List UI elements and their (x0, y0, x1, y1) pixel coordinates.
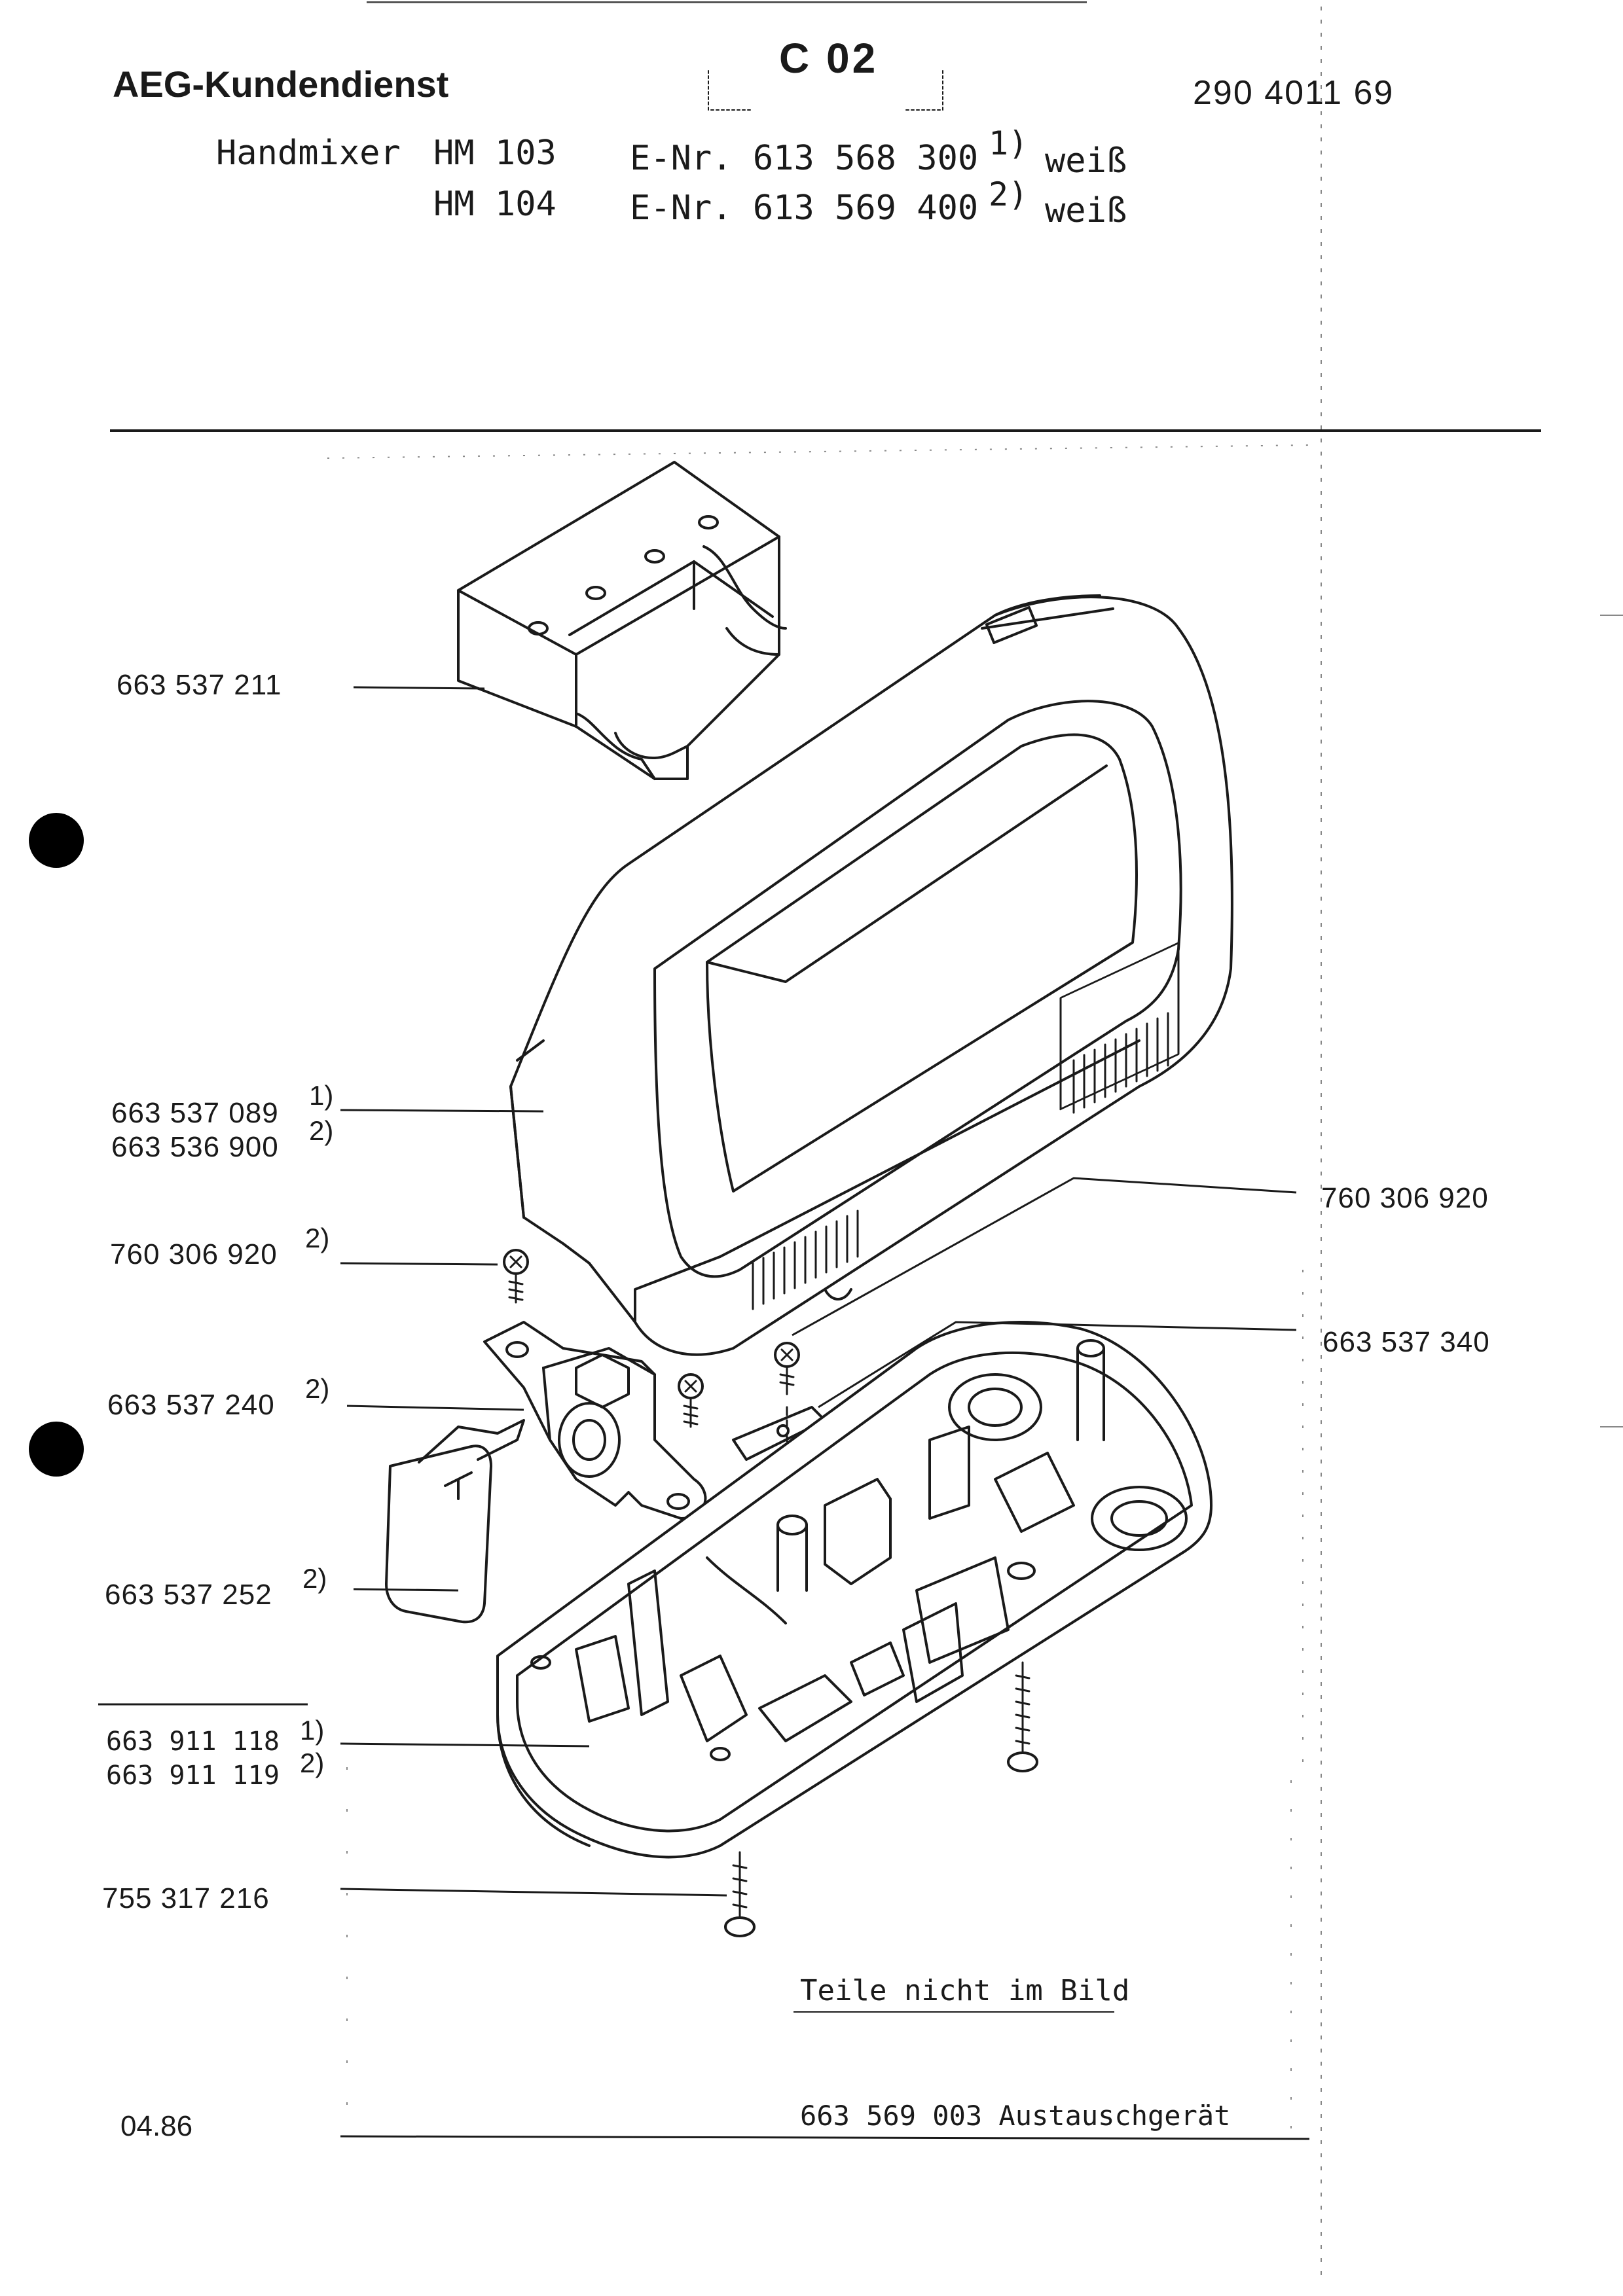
scan-top-edge (367, 1, 1087, 3)
switch-cap-part (385, 1419, 525, 1624)
color-hm104: weiß (1045, 191, 1127, 230)
part-note: 1) (309, 1080, 334, 1111)
screws (503, 1249, 1038, 1937)
part-note: 2) (300, 1748, 325, 1778)
part-note: 2) (305, 1373, 330, 1404)
color-hm103: weiß (1045, 141, 1127, 181)
model-hm103: HM 103 (433, 134, 556, 173)
part-number: 663 537 340 (1322, 1326, 1490, 1358)
enr-hm104: E-Nr. 613 569 400 (630, 188, 979, 228)
note-hm103: 1) (989, 124, 1029, 162)
sheet-code: C 02 (779, 35, 879, 82)
part-number: 663 537 211 (117, 669, 282, 701)
exchange-unit-part: 663 569 003 Austauschgerät (800, 2100, 1231, 2132)
housing-part (509, 594, 1233, 1356)
part-number: 663 911 118 (106, 1727, 280, 1757)
part-note: 2) (305, 1223, 330, 1253)
holder-part (457, 461, 787, 780)
part-number: 760 306 920 (1321, 1182, 1489, 1214)
model-hm104: HM 104 (433, 185, 556, 224)
punch-hole-bottom (29, 1422, 84, 1477)
company-name: AEG-Kundendienst (113, 63, 449, 105)
part-number: 663 537 089 (111, 1097, 279, 1129)
part-number: 760 306 920 (110, 1238, 278, 1270)
product-name: Handmixer (216, 134, 401, 173)
part-number: 663 537 252 (105, 1579, 272, 1611)
issue-date: 04.86 (120, 2110, 193, 2142)
part-note: 2) (302, 1563, 327, 1594)
part-note: 1) (300, 1715, 325, 1746)
part-number: 663 537 240 (107, 1389, 275, 1421)
note-hm104: 2) (989, 175, 1029, 213)
parts-not-shown-heading: Teile nicht im Bild (800, 1974, 1130, 2007)
top-rule (110, 429, 1541, 432)
document-number: 290 4011 69 (1193, 74, 1395, 112)
base-plate-part (496, 1321, 1213, 1859)
part-number: 755 317 216 (102, 1882, 270, 1914)
part-note: 2) (309, 1115, 334, 1146)
part-number: 663 536 900 (111, 1131, 279, 1163)
part-number: 663 911 119 (106, 1761, 280, 1791)
punch-hole-top (29, 813, 84, 868)
enr-hm103: E-Nr. 613 568 300 (630, 139, 979, 178)
